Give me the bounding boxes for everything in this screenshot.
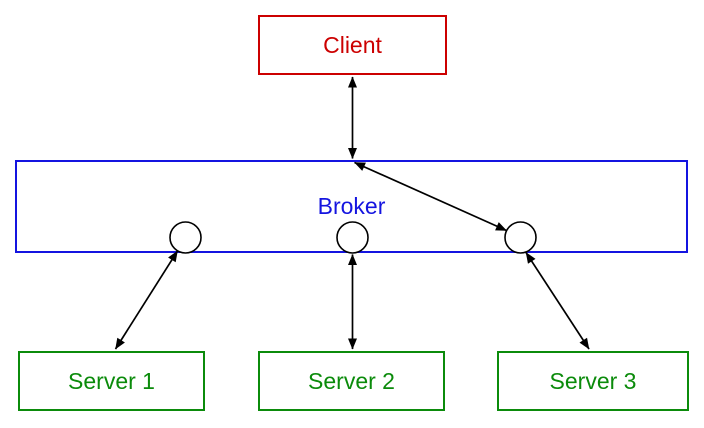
node-broker: Broker — [15, 160, 688, 253]
client-label: Client — [323, 31, 382, 58]
edge-port1-server1 — [114, 250, 179, 350]
node-server2: Server 2 — [258, 351, 445, 411]
node-server1: Server 1 — [18, 351, 205, 411]
node-client: Client — [258, 15, 447, 75]
broker-label: Broker — [317, 193, 386, 219]
node-server3: Server 3 — [497, 351, 689, 411]
edge-port3-server3 — [525, 252, 590, 350]
server3-label: Server 3 — [549, 367, 637, 394]
server2-label: Server 2 — [308, 367, 395, 394]
server1-label: Server 1 — [68, 367, 155, 394]
